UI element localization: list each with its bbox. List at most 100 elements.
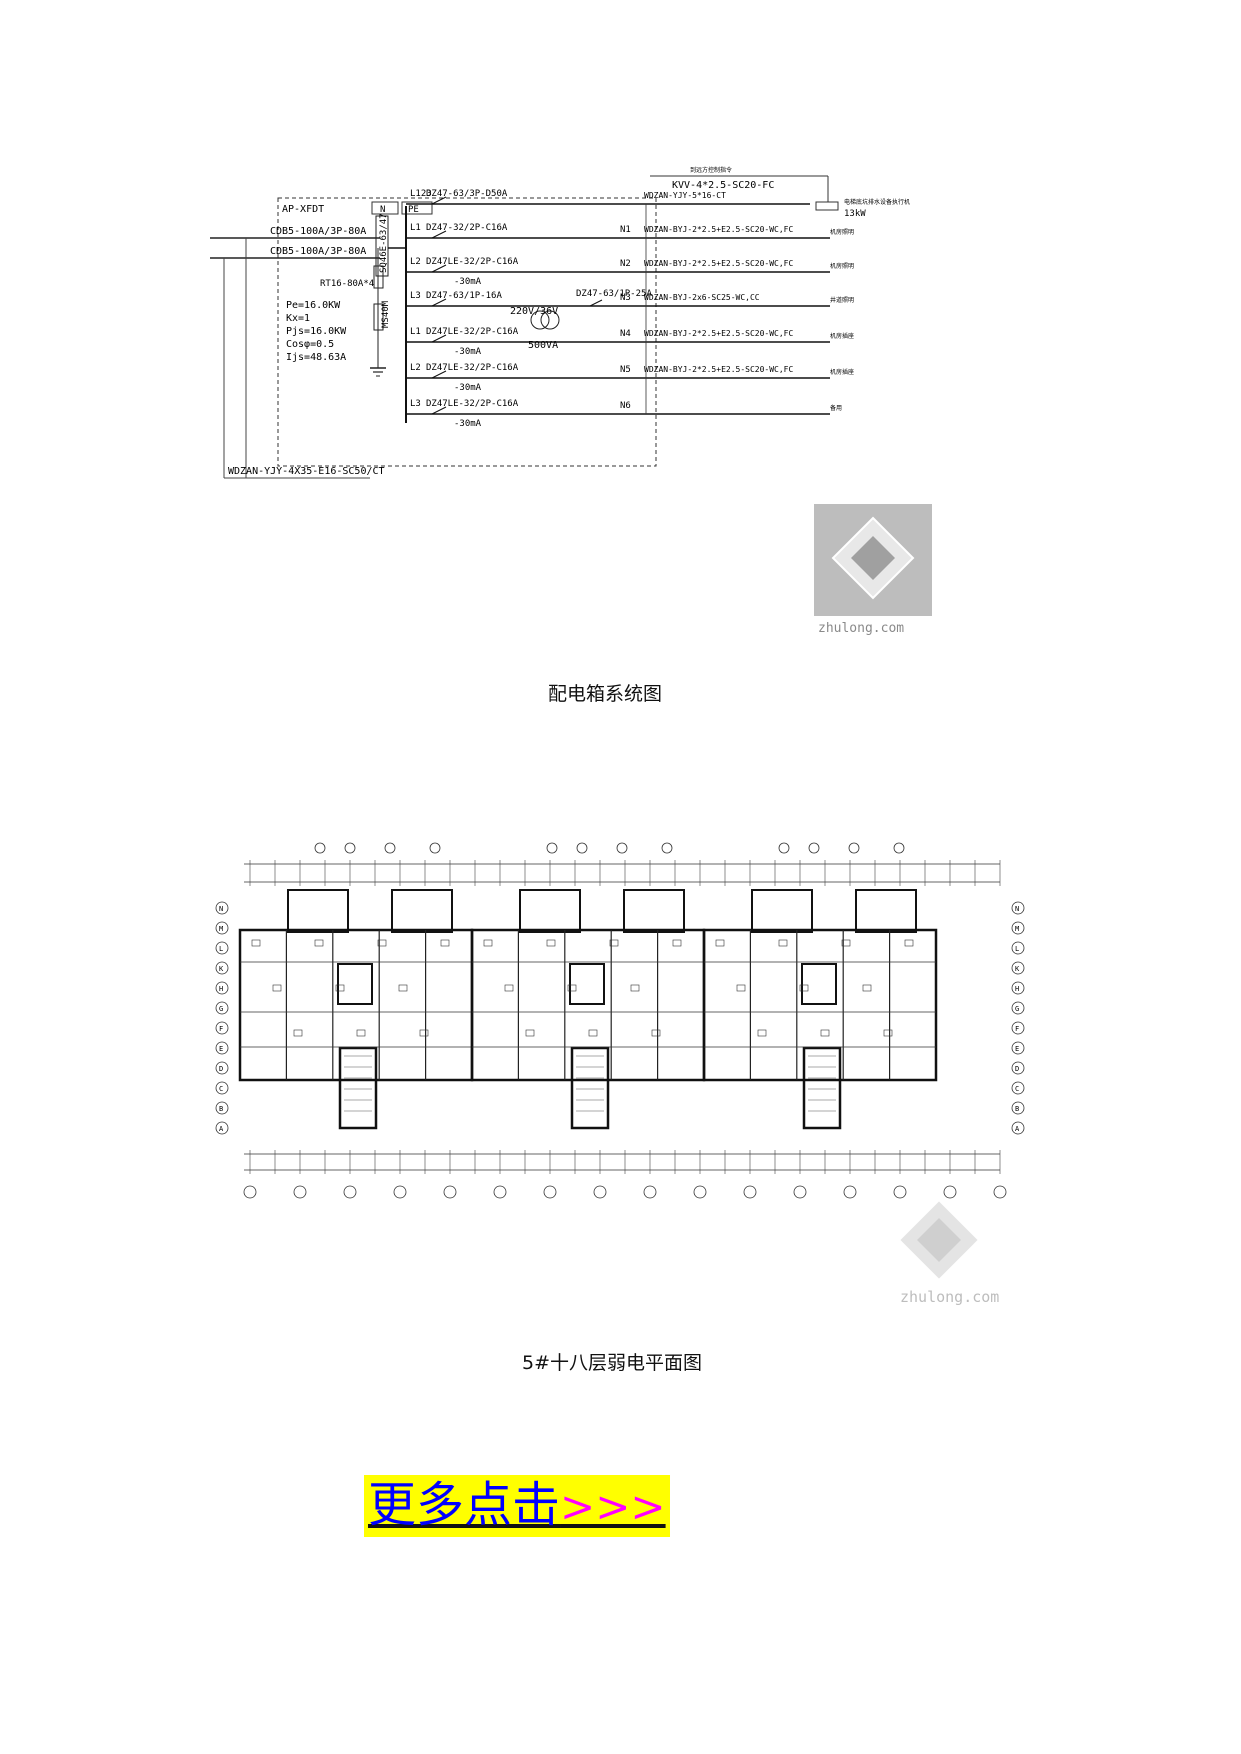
elevator-core — [337, 963, 373, 1005]
circuit-cable: WDZAN-BYJ-2*2.5+E2.5-SC20-WC,FC — [644, 225, 793, 234]
breaker-symbol — [431, 370, 447, 379]
surge-label: MS40M — [381, 300, 391, 328]
unit-bay-left — [751, 889, 813, 933]
outlet-symbol — [504, 984, 514, 992]
breaker-symbol — [431, 196, 447, 205]
axis-bubble-right — [1011, 941, 1025, 955]
axis-bubble-bottom — [443, 1185, 457, 1199]
axis-bubble-top — [546, 842, 558, 854]
axis-bubble-left — [215, 961, 229, 975]
stair-core — [802, 1046, 842, 1130]
outlet-symbol — [398, 984, 408, 992]
axis-bubble-bottom — [293, 1185, 307, 1199]
axis-bubble-right — [1011, 921, 1025, 935]
axis-bubble-right — [1011, 1021, 1025, 1035]
param-pe: Pe=16.0KW — [286, 300, 341, 311]
axis-bubble-left — [215, 1041, 229, 1055]
remote-power-label: 13kW — [844, 209, 866, 219]
feed-cable-label: WDZAN-YJY-4X35-E16-SC50/CT — [228, 466, 385, 477]
outlet-symbol — [419, 1029, 429, 1037]
axis-bubble-right — [1011, 1041, 1025, 1055]
circuit-rcd: -30mA — [454, 347, 482, 357]
outlet-symbol — [377, 939, 387, 947]
circuit-phase: L2 — [410, 257, 421, 267]
outlet-symbol — [778, 939, 788, 947]
watermark-inner-icon — [851, 536, 895, 580]
distribution-box-svg: AP-XFDT N PE CDB5-100A/3P-80A CDB5-100A/… — [210, 166, 932, 636]
outlet-symbol — [356, 1029, 366, 1037]
n-terminal-label: N — [380, 205, 385, 215]
outlet-symbol — [715, 939, 725, 947]
circuit-cable: WDZAN-BYJ-2*2.5+E2.5-SC20-WC,FC — [644, 259, 793, 268]
remote-load-label: 电梯底坑排水设备执行机 — [844, 198, 910, 206]
axis-bubble-bottom — [493, 1185, 507, 1199]
unit-bay-left — [287, 889, 349, 933]
circuit-rcd: -30mA — [454, 383, 482, 393]
plan-units — [238, 889, 938, 1130]
axis-letter-left: K — [219, 965, 224, 973]
outlet-symbol — [293, 1029, 303, 1037]
switch-label: SQ46E-63/47 — [379, 213, 389, 273]
incoming-breaker-2: CDB5-100A/3P-80A — [270, 246, 366, 257]
axis-bubble-bottom — [593, 1185, 607, 1199]
outlet-symbol — [440, 939, 450, 947]
axis-letter-right: K — [1015, 965, 1020, 973]
axis-bubble-bottom — [543, 1185, 557, 1199]
axis-letter-left: G — [219, 1005, 223, 1013]
outlet-symbol — [609, 939, 619, 947]
axis-bubble-left — [215, 1001, 229, 1015]
axis-bubble-bottom — [643, 1185, 657, 1199]
circuit-phase: L1 — [410, 327, 421, 337]
param-cos: Cosφ=0.5 — [286, 339, 334, 350]
circuit-neutral: N5 — [620, 365, 631, 375]
outlet-symbol — [862, 984, 872, 992]
circuit-phase: L2 — [410, 363, 421, 373]
outlet-symbol — [525, 1029, 535, 1037]
axis-letter-right: E — [1015, 1045, 1019, 1053]
circuit-breaker: DZ47LE-32/2P-C16A — [426, 399, 519, 409]
watermark-logo-2: zhulong.com — [897, 1198, 999, 1306]
circuit-breaker: DZ47-32/2P-C16A — [426, 223, 508, 233]
box-label: AP-XFDT — [282, 204, 324, 215]
outlet-symbol — [483, 939, 493, 947]
load-parameters: Pe=16.0KW Kx=1 Pjs=16.0KW Cosφ=0.5 Ijs=4… — [286, 300, 347, 363]
axis-bubble-right — [1011, 1001, 1025, 1015]
pe-terminal-label: PE — [408, 205, 419, 215]
surge-protector — [373, 303, 384, 331]
axis-bubble-top — [808, 842, 820, 854]
spd-fuse — [373, 265, 384, 289]
param-pjs: Pjs=16.0KW — [286, 326, 347, 337]
outlet-symbol — [883, 1029, 893, 1037]
axis-letter-right: G — [1015, 1005, 1019, 1013]
axis-bubble-bottom — [843, 1185, 857, 1199]
axis-letter-left: M — [219, 925, 223, 933]
outlet-symbol — [630, 984, 640, 992]
axis-bubble-top — [314, 842, 326, 854]
outlet-symbol — [546, 939, 556, 947]
axis-bubble-left — [215, 981, 229, 995]
more-link-button[interactable]: 更多点击>>> — [364, 1475, 670, 1537]
circuit-cable: WDZAN-BYJ-2*2.5+E2.5-SC20-WC,FC — [644, 329, 793, 338]
circuit-breaker: DZ47LE-32/2P-C16A — [426, 257, 519, 267]
axis-bubble-bottom — [943, 1185, 957, 1199]
box-outline — [277, 197, 657, 467]
axis-bubble-bottom — [243, 1185, 257, 1199]
n-terminal — [371, 201, 399, 215]
more-link-arrows: >>> — [560, 1482, 666, 1531]
axis-bubble-left — [215, 1021, 229, 1035]
unit-bay-right — [623, 889, 685, 933]
axis-letter-left: F — [219, 1025, 223, 1033]
axis-bubble-bottom — [393, 1185, 407, 1199]
incoming-breaker-1: CDB5-100A/3P-80A — [270, 226, 366, 237]
axis-bubble-bottom — [693, 1185, 707, 1199]
axis-bubble-left — [215, 1101, 229, 1115]
transformer-coil-1 — [530, 310, 550, 330]
axis-letter-left: D — [219, 1065, 223, 1073]
axis-bubble-top — [429, 842, 441, 854]
figure-caption-1: 配电箱系统图 — [548, 683, 663, 705]
figure-caption-2: 5#十八层弱电平面图 — [522, 1352, 703, 1374]
axis-letter-right: B — [1015, 1105, 1019, 1113]
